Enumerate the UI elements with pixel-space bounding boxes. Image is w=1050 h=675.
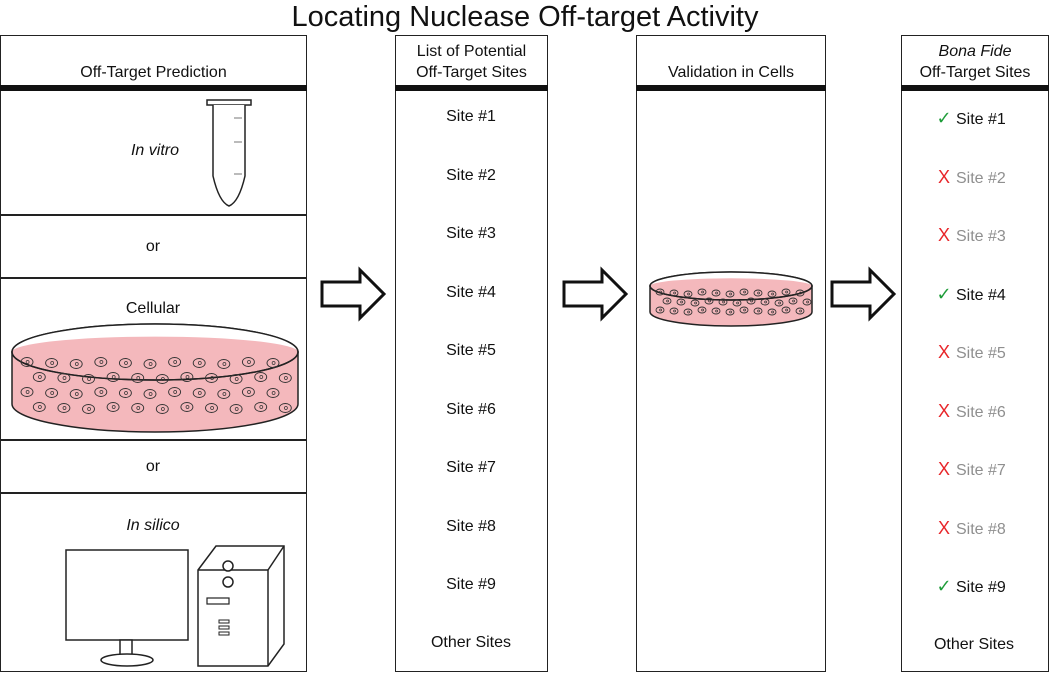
computer-icon: [65, 545, 285, 667]
bona-fide-site-item: X Site #7: [934, 459, 1050, 481]
potential-header: List of Potential Off-Target Sites: [416, 43, 527, 81]
prediction-header: Off-Target Prediction: [80, 64, 227, 81]
cross-icon: X: [937, 459, 950, 479]
bona-fide-site-label: Site #3: [956, 228, 1006, 245]
bona-fide-site-label: Site #7: [956, 462, 1006, 479]
validation-header: Validation in Cells: [668, 64, 794, 81]
bona-fide-site-label: Site #6: [956, 403, 1006, 421]
bona-fide-site-label: Site #1: [956, 111, 1006, 128]
bona-fide-panel: [901, 35, 1049, 672]
validation-panel: [636, 35, 826, 672]
in-vitro-label: In vitro: [130, 142, 179, 159]
bona-fide-site-label: Site #5: [956, 345, 1006, 362]
cross-icon: X: [937, 166, 950, 187]
potential-other-sites: Other Sites: [430, 633, 512, 651]
check-icon: ✓: [936, 576, 952, 596]
petri-dish-small-icon: [649, 271, 813, 327]
bona-fide-site-label: Site #8: [956, 520, 1006, 538]
figure-title: Locating Nuclease Off-target Activity: [291, 1, 759, 33]
bona-fide-site-label: Site #2: [956, 169, 1006, 187]
bona-fide-site-item: X Site #8: [934, 518, 1050, 540]
bona-fide-site-item: ✓Site #1: [934, 108, 1050, 130]
divider-3: [0, 439, 307, 441]
petri-dish-large-icon: [11, 323, 299, 433]
cross-icon: X: [937, 517, 950, 538]
potential-site-item: Site #8: [446, 517, 496, 535]
bona-fide-site-item: X Site #5: [934, 342, 1050, 364]
divider-1: [0, 214, 307, 216]
check-icon: ✓: [936, 283, 952, 304]
divider-2: [0, 277, 307, 279]
potential-site-item: Site #4: [446, 283, 496, 301]
divider-4: [0, 492, 307, 494]
check-icon: ✓: [936, 108, 952, 128]
bona-fide-site-label: Site #9: [956, 579, 1006, 596]
arrow-right-icon: [830, 266, 897, 322]
bona-fide-site-item: ✓Site #9: [934, 576, 1050, 598]
or-label-2: or: [145, 458, 161, 475]
potential-header-bar: [395, 85, 548, 91]
potential-site-item: Site #7: [446, 459, 496, 476]
cellular-label: Cellular: [125, 300, 181, 317]
bona-fide-site-item: ✓Site #4: [934, 284, 1050, 306]
arrow-right-icon: [320, 266, 387, 322]
potential-site-item: Site #3: [446, 225, 496, 242]
potential-site-item: Site #5: [446, 342, 496, 359]
cross-icon: X: [937, 342, 950, 362]
potential-site-item: Site #1: [446, 108, 496, 125]
bona-fide-site-item: X Site #2: [934, 167, 1050, 189]
cross-icon: X: [937, 400, 950, 421]
bona-fide-site-item: X Site #3: [934, 225, 1050, 247]
validation-header-bar: [636, 85, 826, 91]
potential-sites-panel: [395, 35, 548, 672]
bona-fide-other-sites: Other Sites: [933, 635, 1015, 653]
arrow-right-icon: [562, 266, 629, 322]
bona-fide-header: Bona Fide Off-Target Sites: [919, 43, 1031, 81]
prediction-header-bar: [0, 85, 307, 91]
cross-icon: X: [937, 225, 950, 245]
bona-fide-site-label: Site #4: [956, 286, 1006, 304]
in-silico-label: In silico: [126, 517, 180, 534]
potential-site-item: Site #2: [446, 166, 496, 184]
potential-site-item: Site #6: [446, 400, 496, 418]
or-label-1: or: [145, 238, 161, 255]
bona-fide-site-item: X Site #6: [934, 401, 1050, 423]
test-tube-icon: [206, 99, 252, 207]
bona-fide-header-bar: [901, 85, 1049, 91]
potential-site-item: Site #9: [446, 576, 496, 593]
